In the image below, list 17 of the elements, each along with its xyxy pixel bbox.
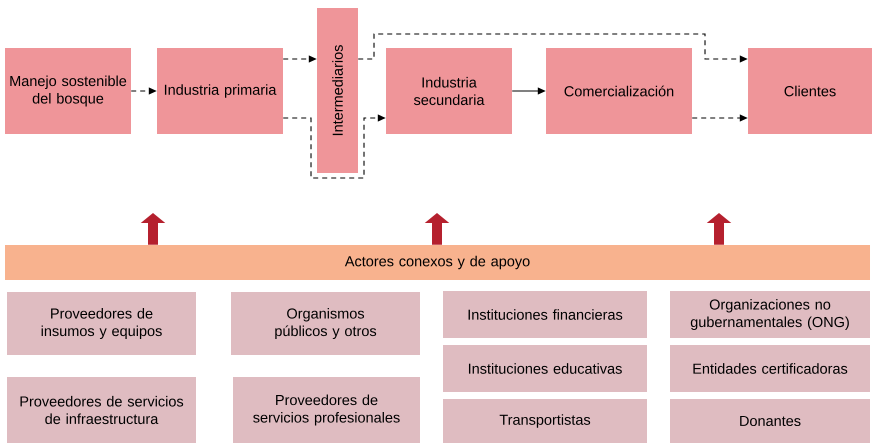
process-box: Comercialización xyxy=(546,48,692,134)
actor-box: Proveedores de servicios profesionales xyxy=(233,377,420,443)
actor-box: Entidades certificadoras xyxy=(670,345,870,392)
process-box: Industria secundaria xyxy=(386,48,512,134)
actor-box: Proveedores de insumos y equipos xyxy=(7,292,196,355)
actor-box: Transportistas xyxy=(443,399,647,443)
actor-box: Organizaciones no gubernamentales (ONG) xyxy=(670,291,870,338)
actor-box: Instituciones educativas xyxy=(443,345,647,392)
process-box: Industria primaria xyxy=(157,48,283,134)
process-box: Intermediarios xyxy=(317,8,358,173)
actor-box: Organismos públicos y otros xyxy=(231,292,420,355)
actor-box: Proveedores de servicios de infraestructura xyxy=(7,377,196,443)
support-band: Actores conexos y de apoyo xyxy=(5,245,870,280)
actor-box: Donantes xyxy=(670,399,870,443)
actor-box: Instituciones financieras xyxy=(443,291,647,338)
process-box: Manejo sostenible del bosque xyxy=(5,48,131,134)
process-box: Clientes xyxy=(748,48,872,134)
